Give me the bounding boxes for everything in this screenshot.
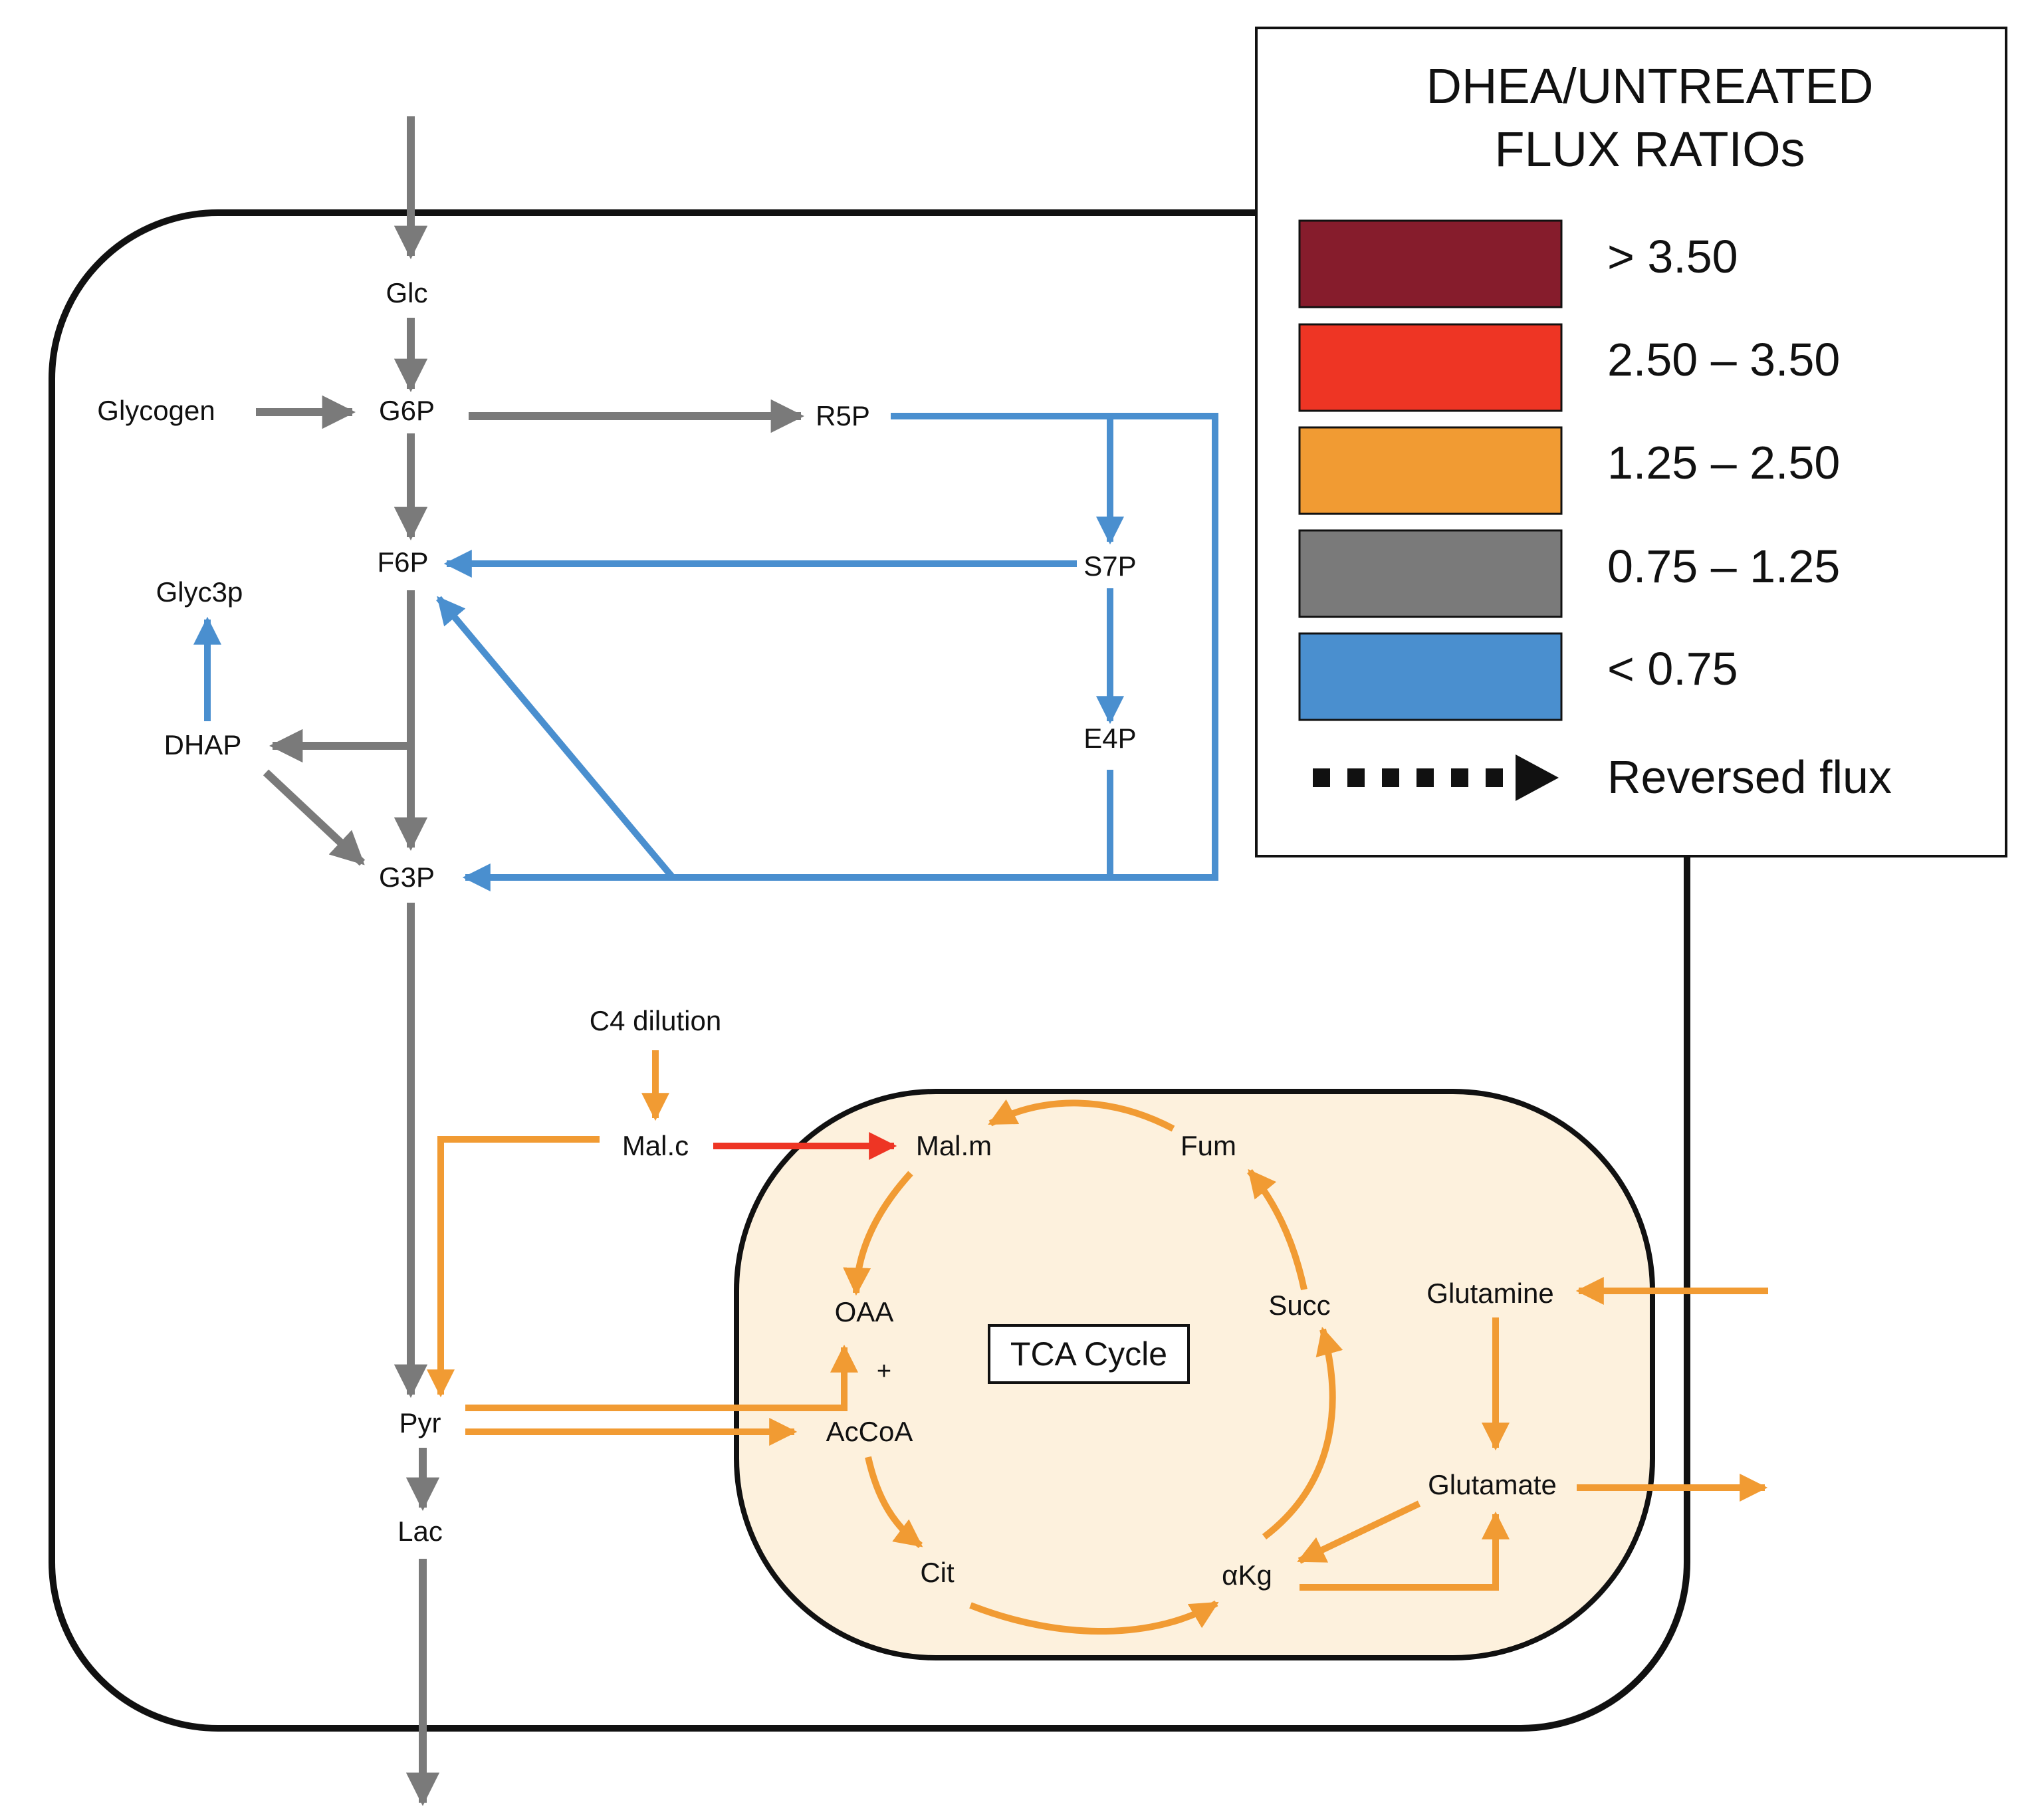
arrow-akg-glutamate bbox=[1300, 1511, 1510, 1591]
cell-membrane bbox=[49, 209, 1690, 1732]
loop-r5p-g3p bbox=[462, 413, 1218, 891]
arrow-pyr-oaa bbox=[465, 1344, 858, 1411]
arrow-glutamate-akg bbox=[1297, 1500, 1421, 1564]
tca-cycle-label: TCA Cycle bbox=[1010, 1335, 1167, 1373]
arrow-malc-pyr bbox=[427, 1136, 600, 1398]
arrow-akg-succ bbox=[1262, 1326, 1343, 1539]
metabolite-glc: Glc bbox=[386, 277, 428, 308]
metabolite-g3p: G3P bbox=[379, 861, 435, 893]
legend-label-lt-0-75: < 0.75 bbox=[1607, 643, 1738, 695]
metabolite-f6p: F6P bbox=[377, 546, 428, 578]
metabolite-cit: Cit bbox=[920, 1557, 955, 1588]
arrow-to-f6p-diagonal bbox=[436, 596, 675, 880]
legend-swatch-0-75-1-25 bbox=[1298, 529, 1563, 618]
metabolite-labels: Glc Glycogen G6P R5P F6P S7P Glyc3p DHAP… bbox=[97, 277, 1557, 1591]
arrow-succ-fum bbox=[1247, 1169, 1307, 1291]
legend-label-1-25-2-50: 1.25 – 2.50 bbox=[1607, 437, 1840, 489]
reversed-flux-arrow-icon bbox=[1313, 754, 1559, 801]
arrow-acoa-cit bbox=[865, 1456, 923, 1548]
legend-swatch-2-50-3-50 bbox=[1298, 323, 1563, 412]
metabolite-glycogen: Glycogen bbox=[97, 395, 215, 426]
metabolite-acoa: AcCoA bbox=[826, 1416, 913, 1447]
metabolite-dhap: DHAP bbox=[164, 729, 242, 760]
metabolite-g6p: G6P bbox=[379, 395, 435, 426]
metabolite-mal-m: Mal.m bbox=[916, 1130, 992, 1161]
legend-swatch-gt-3-50 bbox=[1298, 219, 1563, 308]
metabolite-glutamine: Glutamine bbox=[1426, 1278, 1553, 1309]
legend-label-2-50-3-50: 2.50 – 3.50 bbox=[1607, 334, 1840, 386]
blue-fluxes bbox=[193, 413, 1218, 891]
legend-label-reversed-flux: Reversed flux bbox=[1607, 751, 1892, 803]
metabolite-succ: Succ bbox=[1268, 1290, 1330, 1321]
legend-label-0-75-1-25: 0.75 – 1.25 bbox=[1607, 540, 1840, 592]
legend-swatch-lt-0-75 bbox=[1298, 632, 1563, 721]
metabolite-akg: αKg bbox=[1222, 1559, 1272, 1591]
arrow-fum-malm bbox=[988, 1099, 1175, 1132]
metabolite-oaa: OAA bbox=[835, 1296, 894, 1327]
gray-fluxes bbox=[256, 116, 805, 1807]
metabolite-glyc3p: Glyc3p bbox=[156, 576, 243, 608]
mitochondrion bbox=[734, 1089, 1655, 1660]
metabolite-lac: Lac bbox=[397, 1516, 443, 1547]
legend: DHEA/UNTREATED FLUX RATIOs > 3.50 2.50 –… bbox=[1255, 27, 2007, 857]
arrow-dhap-g3p bbox=[263, 769, 366, 866]
legend-title-line2: FLUX RATIOs bbox=[1494, 122, 1805, 177]
metabolite-fum: Fum bbox=[1181, 1130, 1236, 1161]
metabolite-mal-c: Mal.c bbox=[622, 1130, 689, 1161]
arrow-cit-akg bbox=[969, 1600, 1219, 1635]
arrow-malm-oaa bbox=[843, 1171, 913, 1296]
metabolite-r5p: R5P bbox=[816, 400, 870, 431]
legend-label-gt-3-50: > 3.50 bbox=[1607, 231, 1738, 283]
metabolite-c4-dilution: C4 dilution bbox=[590, 1005, 721, 1036]
metabolite-plus: + bbox=[877, 1357, 891, 1385]
legend-title-line1: DHEA/UNTREATED bbox=[1426, 58, 1874, 114]
metabolite-pyr: Pyr bbox=[399, 1407, 441, 1438]
metabolite-glutamate: Glutamate bbox=[1428, 1469, 1557, 1500]
metabolite-e4p: E4P bbox=[1083, 723, 1136, 754]
tca-cycle-box bbox=[988, 1324, 1190, 1384]
orange-fluxes bbox=[427, 1050, 1768, 1635]
legend-swatch-1-25-2-50 bbox=[1298, 426, 1563, 515]
metabolite-s7p: S7P bbox=[1083, 550, 1136, 582]
